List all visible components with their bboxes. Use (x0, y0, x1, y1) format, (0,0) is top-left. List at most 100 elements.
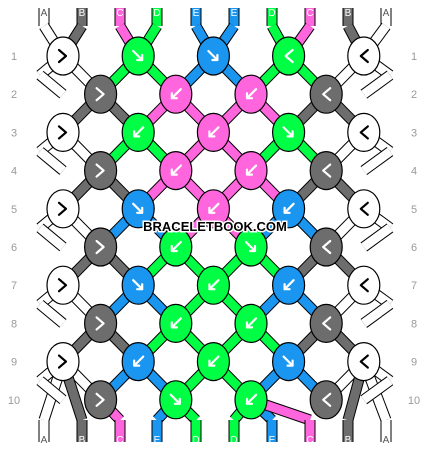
knot (46, 189, 80, 229)
row-number: 5 (11, 204, 17, 216)
knot-arrow-icon (132, 49, 144, 62)
knot-arrow-icon (282, 126, 294, 138)
knot-arrow-icon (170, 317, 182, 329)
watermark: BRACELETBOOK.COM (143, 219, 287, 234)
knot (83, 227, 118, 267)
knot (121, 36, 155, 76)
knot (309, 74, 343, 114)
knot (347, 189, 381, 229)
knot-arrow-icon (245, 317, 258, 329)
knot-arrow-icon (95, 239, 105, 255)
string-label: C (306, 435, 313, 446)
knot-arrow-icon (132, 279, 144, 291)
knot-arrow-icon (283, 279, 295, 291)
row-number: 2 (411, 89, 417, 101)
knot-arrow-icon (170, 240, 182, 253)
knot (234, 227, 268, 267)
knot (46, 265, 80, 305)
edge-thread (360, 70, 394, 99)
knot (196, 189, 230, 229)
knot (46, 36, 80, 76)
knot (234, 303, 268, 343)
knot-arrow-icon (322, 163, 332, 178)
string-label: D (230, 435, 237, 446)
knot-arrow-icon (322, 316, 332, 331)
knot (196, 36, 230, 76)
row-number: 4 (411, 166, 417, 178)
knot (159, 74, 193, 114)
knot-arrow-icon (57, 278, 68, 293)
knot (196, 342, 230, 382)
knot (272, 342, 306, 382)
knot (272, 112, 306, 152)
knot (46, 342, 80, 382)
knot-arrow-icon (245, 164, 258, 176)
knot-arrow-icon (208, 126, 220, 138)
knot-arrow-icon (245, 88, 258, 100)
string-label: D (153, 8, 160, 19)
row-number: 10 (408, 395, 420, 407)
knot-arrow-icon (322, 392, 332, 407)
knot (159, 227, 193, 267)
string-label: A (41, 435, 48, 446)
knot-arrow-icon (208, 202, 220, 214)
knot-arrow-icon (95, 316, 105, 331)
row-number: 9 (11, 357, 17, 369)
knot (272, 265, 306, 305)
knot-arrow-icon (359, 48, 369, 64)
knot (272, 36, 306, 76)
knot (309, 151, 343, 191)
row-number: 5 (411, 204, 417, 216)
knot (159, 303, 193, 343)
knot-arrow-icon (284, 48, 294, 64)
string-label: E (269, 435, 276, 446)
string-label: C (306, 8, 313, 19)
string-label: B (345, 8, 352, 19)
knot-grid (46, 36, 381, 420)
knot-arrow-icon (57, 48, 68, 64)
knot (83, 303, 118, 343)
string-label: E (193, 8, 200, 19)
row-number: 7 (11, 280, 17, 292)
knot (234, 380, 268, 420)
edge-thread (360, 223, 394, 252)
string-label: C (116, 8, 123, 19)
edge-thread (36, 147, 67, 175)
knot (234, 151, 268, 191)
knot-arrow-icon (95, 87, 105, 102)
knot-arrow-icon (282, 355, 294, 367)
knot-arrow-icon (132, 202, 144, 214)
knot (347, 265, 381, 305)
knot (234, 74, 268, 114)
knot (196, 112, 230, 152)
string-label: B (345, 435, 352, 446)
row-number: 1 (11, 51, 17, 63)
knot (309, 380, 343, 420)
knot-arrow-icon (322, 87, 332, 102)
knot-arrow-icon (57, 354, 68, 369)
knot-arrow-icon (95, 163, 105, 178)
knot-arrow-icon (208, 355, 220, 367)
knot (347, 36, 381, 76)
knot (347, 112, 381, 152)
knot-arrow-icon (95, 392, 105, 407)
string-label: B (79, 435, 86, 446)
knot (159, 151, 193, 191)
row-number: 6 (11, 242, 17, 254)
knot-arrow-icon (207, 49, 219, 62)
knot-arrow-icon (133, 355, 145, 367)
knot-arrow-icon (283, 202, 295, 214)
knot-arrow-icon (208, 279, 220, 291)
row-number: 4 (11, 166, 17, 178)
knot-arrow-icon (359, 201, 369, 216)
knot-arrow-icon (244, 240, 257, 253)
knot (83, 74, 118, 114)
knot-arrow-icon (133, 126, 145, 138)
knot-arrow-icon (170, 88, 182, 100)
knot (347, 342, 381, 382)
string-label: D (268, 8, 275, 19)
string-label: A (41, 8, 48, 19)
string-label: A (383, 435, 390, 446)
